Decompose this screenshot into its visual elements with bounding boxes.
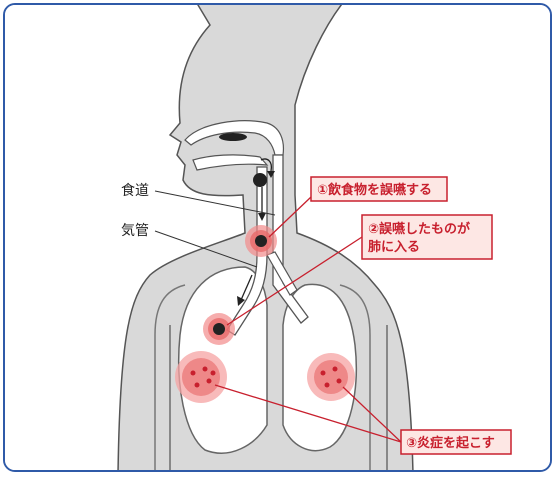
callout-text-2b: 肺に入る — [368, 239, 420, 255]
burst-left-lung — [175, 351, 227, 403]
burst-bronchus — [203, 313, 235, 345]
label-esophagus: 食道 — [121, 182, 149, 199]
callout-text-2a: ②誤嚥したものが — [368, 221, 470, 237]
bolus-throat — [253, 173, 267, 187]
tongue-bolus — [219, 133, 247, 141]
callout-text-1: ①飲食物を誤嚥する — [317, 182, 432, 198]
callout-text-3: ③炎症を起こす — [406, 435, 495, 451]
label-trachea: 気管 — [121, 223, 149, 239]
diagram-frame: 食道 気管 ①飲食物を誤嚥する ②誤嚥したものが 肺に入る ③炎症を起こす — [3, 3, 552, 472]
aspiration-diagram: 食道 気管 ①飲食物を誤嚥する ②誤嚥したものが 肺に入る ③炎症を起こす — [5, 5, 552, 472]
burst-right-lung — [307, 353, 355, 401]
burst-trachea — [245, 225, 277, 257]
